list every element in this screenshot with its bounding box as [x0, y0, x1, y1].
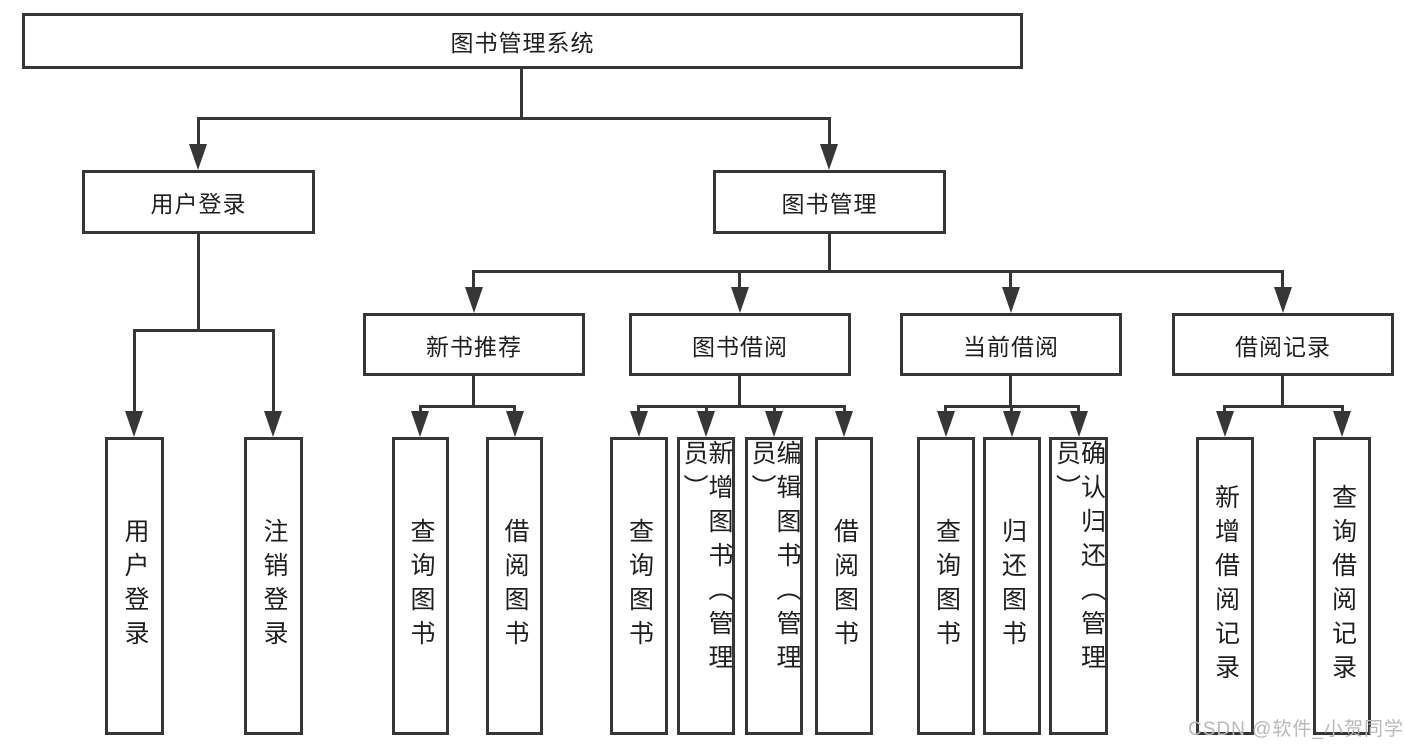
- connector-rail: [419, 405, 516, 408]
- arrowhead-icon: [189, 144, 207, 170]
- leaf-add-book-admin: 新增图书（管理员）: [677, 437, 735, 735]
- node-borrow-records: 借阅记录: [1172, 313, 1394, 376]
- connector-drop: [738, 270, 741, 292]
- leaf-label: 查询借阅记录: [1328, 484, 1357, 688]
- connector-drop: [1281, 270, 1284, 292]
- connector-level2-rail: [197, 117, 831, 120]
- leaf-label: 用户登录: [121, 518, 149, 654]
- arrowhead-icon: [1003, 411, 1021, 437]
- leaf-label: 新增图书（管理员）: [680, 440, 733, 678]
- arrowhead-icon: [1333, 411, 1351, 437]
- connector-drop: [272, 329, 275, 413]
- leaf-label: 新增借阅记录: [1211, 484, 1240, 688]
- leaf-label: 确认归还（管理员）: [1052, 440, 1106, 678]
- leaf-borrow-books-recommend: 借阅图书: [486, 437, 543, 735]
- connector-rail: [1223, 405, 1343, 408]
- arrowhead-icon: [1070, 411, 1088, 437]
- arrowhead-icon: [465, 287, 483, 313]
- connector-stem: [472, 375, 475, 408]
- leaf-borrow-books: 借阅图书: [815, 437, 873, 735]
- connector-stem: [1281, 375, 1284, 408]
- arrowhead-icon: [765, 411, 783, 437]
- connector-stem: [1009, 375, 1012, 408]
- arrowhead-icon: [1274, 287, 1292, 313]
- leaf-label: 查询图书: [625, 518, 654, 654]
- leaf-edit-book-admin: 编辑图书（管理员）: [745, 437, 803, 735]
- connector-user-login-stem: [197, 234, 200, 332]
- node-borrow-records-label: 借阅记录: [1235, 333, 1331, 360]
- connector-user-login-rail: [133, 329, 275, 332]
- connector-root-stem: [520, 69, 523, 119]
- leaf-query-books-borrow: 查询图书: [610, 437, 668, 735]
- node-current-borrow: 当前借阅: [900, 313, 1122, 376]
- node-current-borrow-label: 当前借阅: [963, 333, 1059, 360]
- arrowhead-icon: [264, 411, 282, 437]
- leaf-query-borrow-record: 查询借阅记录: [1313, 437, 1371, 735]
- leaf-label: 查询图书: [407, 518, 435, 654]
- node-root-label: 图书管理系统: [450, 30, 595, 56]
- leaf-logout: 注销登录: [244, 437, 303, 735]
- arrowhead-icon: [506, 411, 524, 437]
- leaf-query-books-current: 查询图书: [917, 437, 975, 735]
- connector-drop: [472, 270, 475, 292]
- node-new-book-recommend-label: 新书推荐: [426, 333, 522, 360]
- leaf-label: 借阅图书: [830, 518, 859, 654]
- connector-stem: [738, 375, 741, 408]
- node-root: 图书管理系统: [22, 13, 1023, 69]
- arrowhead-icon: [125, 411, 143, 437]
- arrowhead-icon: [731, 287, 749, 313]
- leaf-label: 借阅图书: [501, 518, 529, 654]
- leaf-query-books-recommend: 查询图书: [392, 437, 449, 735]
- connector-rail: [637, 405, 845, 408]
- leaf-confirm-return-admin: 确认归还（管理员）: [1049, 437, 1108, 735]
- leaf-return-books: 归还图书: [983, 437, 1041, 735]
- node-user-login: 用户登录: [82, 170, 315, 234]
- connector-drop: [133, 329, 136, 413]
- arrowhead-icon: [411, 411, 429, 437]
- node-book-borrow: 图书借阅: [629, 313, 851, 376]
- arrowhead-icon: [630, 411, 648, 437]
- leaf-user-login: 用户登录: [105, 437, 164, 735]
- node-book-management-label: 图书管理: [781, 191, 878, 217]
- leaf-label: 查询图书: [932, 518, 961, 654]
- arrowhead-icon: [1216, 411, 1234, 437]
- leaf-label: 归还图书: [998, 518, 1027, 654]
- arrowhead-icon: [835, 411, 853, 437]
- connector-book-management-stem: [828, 234, 831, 273]
- connector-level3-rail: [472, 270, 1284, 273]
- connector-drop: [197, 117, 200, 149]
- node-new-book-recommend: 新书推荐: [363, 313, 585, 376]
- arrowhead-icon: [697, 411, 715, 437]
- leaf-add-borrow-record: 新增借阅记录: [1196, 437, 1254, 735]
- connector-drop: [1009, 270, 1012, 292]
- node-user-login-label: 用户登录: [150, 191, 247, 217]
- arrowhead-icon: [1002, 287, 1020, 313]
- connector-drop: [828, 117, 831, 149]
- leaf-label: 编辑图书（管理员）: [748, 440, 801, 678]
- node-book-management: 图书管理: [713, 170, 946, 234]
- arrowhead-icon: [937, 411, 955, 437]
- node-book-borrow-label: 图书借阅: [692, 333, 788, 360]
- csdn-watermark: CSDN @软件_小贺同学: [1188, 719, 1404, 740]
- arrowhead-icon: [820, 144, 838, 170]
- leaf-label: 注销登录: [260, 518, 288, 654]
